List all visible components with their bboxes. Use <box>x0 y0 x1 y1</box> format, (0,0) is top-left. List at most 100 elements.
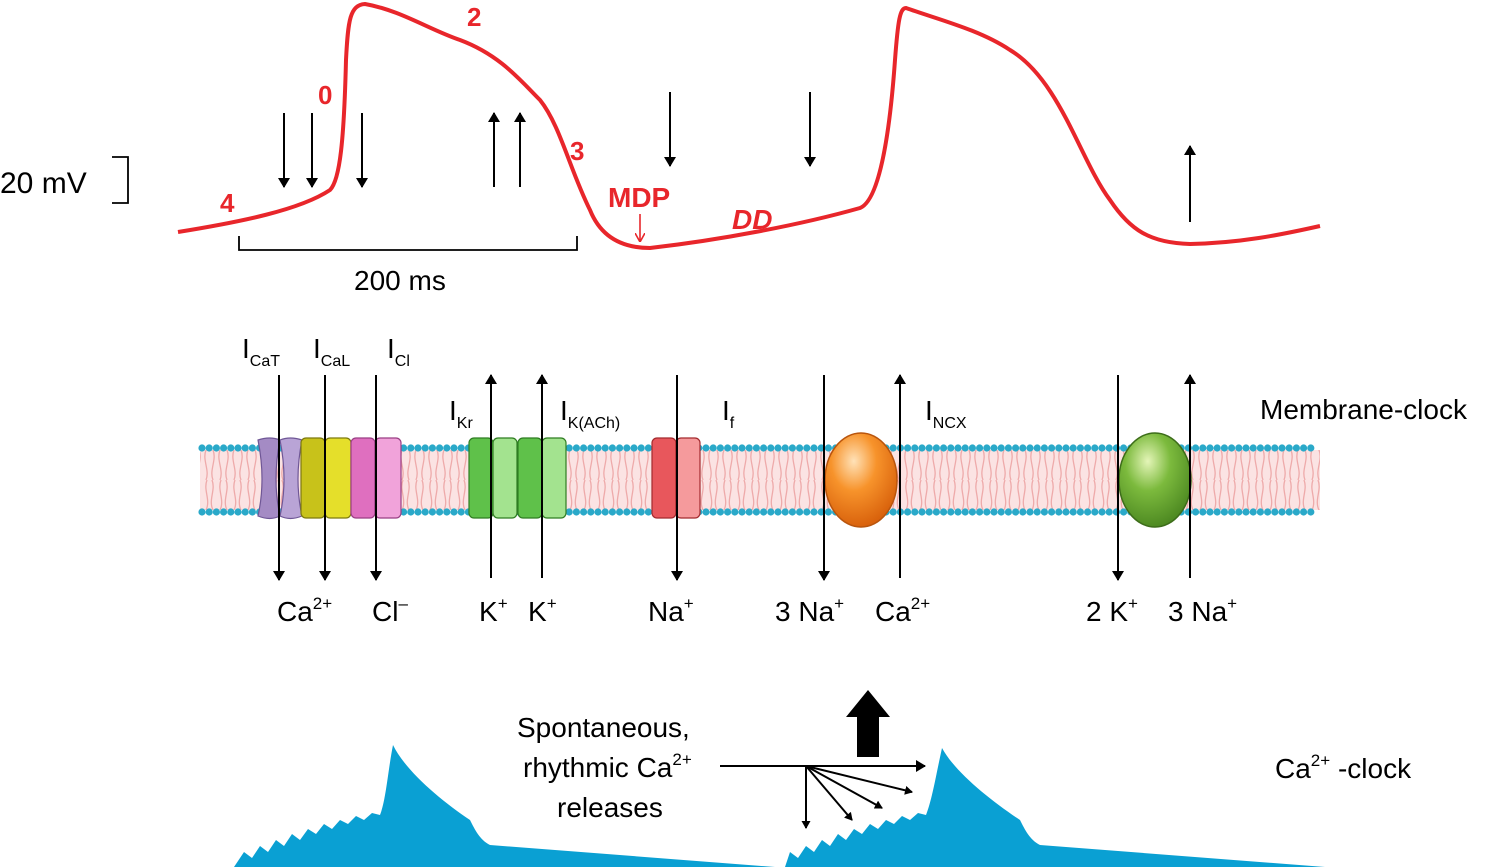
lipid-head <box>947 508 955 516</box>
lipid-head <box>1271 444 1279 452</box>
calcium-clock-trace <box>234 745 1325 867</box>
ca-release-line-3: releases <box>557 792 663 823</box>
lipid-head <box>414 444 422 452</box>
lipid-head <box>1235 508 1243 516</box>
lipid-head <box>1004 444 1013 452</box>
lipid-head <box>1040 444 1048 452</box>
lipid-head <box>1292 508 1300 516</box>
lipid-head <box>227 508 235 516</box>
ion-label: Ca2+ <box>277 594 332 627</box>
lipid-head <box>824 508 833 516</box>
lipid-head <box>976 444 984 452</box>
lipid-head <box>1033 444 1041 452</box>
lipid-head <box>1220 444 1228 452</box>
lipid-head <box>407 444 415 452</box>
lipid-head <box>925 508 933 516</box>
lipid-head <box>1278 444 1286 452</box>
lipid-head <box>248 508 256 516</box>
phase-0-label: 0 <box>318 80 332 110</box>
lipid-head <box>1213 444 1221 452</box>
lipid-head <box>400 444 408 452</box>
lipid-head <box>940 444 948 452</box>
lipid-head <box>925 444 933 452</box>
lipid-head <box>788 508 797 516</box>
lipid-head <box>457 444 465 452</box>
lipid-head <box>702 508 710 516</box>
lipid-head <box>601 444 609 452</box>
lipid-head <box>947 444 955 452</box>
current-label-icl: ICl <box>387 333 410 370</box>
lipid-head <box>630 508 638 516</box>
lipid-head <box>1105 508 1113 516</box>
lipid-head <box>968 444 977 452</box>
lipid-head <box>1062 444 1070 452</box>
voltage-scale-label: 20 mV <box>0 167 87 200</box>
ion-label: K+ <box>528 594 557 627</box>
ion-label: Na+ <box>648 594 694 627</box>
lipid-head <box>1069 444 1077 452</box>
lipid-head <box>443 508 451 516</box>
lipid-head <box>572 508 581 516</box>
lipid-head <box>1048 444 1056 452</box>
lipid-head <box>428 444 436 452</box>
membrane-clock-title: Membrane-clock <box>1260 394 1468 425</box>
lipid-head <box>565 508 573 516</box>
lipid-head <box>572 444 581 452</box>
lipid-head <box>1026 444 1034 452</box>
lipid-head <box>594 508 602 516</box>
phase-3-label: 3 <box>570 136 584 166</box>
ion-label: Ca2+ <box>875 594 930 627</box>
lipid-head <box>918 444 926 452</box>
lipid-head <box>1206 444 1214 452</box>
lipid-head <box>407 508 415 516</box>
lipid-head <box>1235 444 1243 452</box>
lipid-head <box>803 444 811 452</box>
lipid-head <box>810 508 818 516</box>
lipid-head <box>1004 508 1013 516</box>
lipid-head <box>1026 508 1034 516</box>
ion-label: 3 Na+ <box>775 594 844 627</box>
lipid-head <box>709 508 717 516</box>
lipid-head <box>803 508 811 516</box>
lipid-head <box>954 444 962 452</box>
lipid-head <box>637 444 645 452</box>
ikr-channel <box>468 437 518 519</box>
lipid-head <box>760 508 768 516</box>
lipid-head <box>1048 508 1056 516</box>
lipid-head <box>1220 508 1228 516</box>
ion-label: 2 K+ <box>1086 594 1138 627</box>
phase-labels: 4 0 2 3 MDP DD <box>220 2 772 241</box>
ical-channel <box>300 437 352 519</box>
lipid-head <box>594 444 602 452</box>
release-arrows <box>720 760 926 829</box>
lipid-head <box>457 508 465 516</box>
lipid-head <box>918 508 926 516</box>
lipid-head <box>824 444 833 452</box>
lipid-head <box>932 508 941 516</box>
current-label-icat: ICaT <box>242 333 280 370</box>
lipid-head <box>1307 444 1315 452</box>
lipid-head <box>241 508 249 516</box>
time-scale-label: 200 ms <box>354 265 446 296</box>
lipid-head <box>1292 444 1300 452</box>
lipid-head <box>788 444 797 452</box>
ion-label: Cl– <box>372 594 408 627</box>
lipid-head <box>767 444 775 452</box>
ca-release-line-1: Spontaneous, <box>517 712 690 743</box>
lipid-head <box>616 444 624 452</box>
lipid-head <box>414 508 422 516</box>
mdp-label: MDP <box>608 182 670 213</box>
lipid-head <box>724 508 732 516</box>
lipid-head <box>990 508 998 516</box>
lipid-head <box>205 444 213 452</box>
lipid-head <box>911 508 919 516</box>
lipid-head <box>1076 508 1084 516</box>
lipid-head <box>1300 444 1308 452</box>
ikach-channel <box>517 437 567 519</box>
lipid-head <box>702 444 710 452</box>
action-potential-trace <box>177 1 1321 251</box>
lipid-head <box>205 508 213 516</box>
lipid-head <box>940 508 948 516</box>
if-channel <box>651 437 701 519</box>
scale-bar: 20 mV 200 ms <box>0 156 578 296</box>
